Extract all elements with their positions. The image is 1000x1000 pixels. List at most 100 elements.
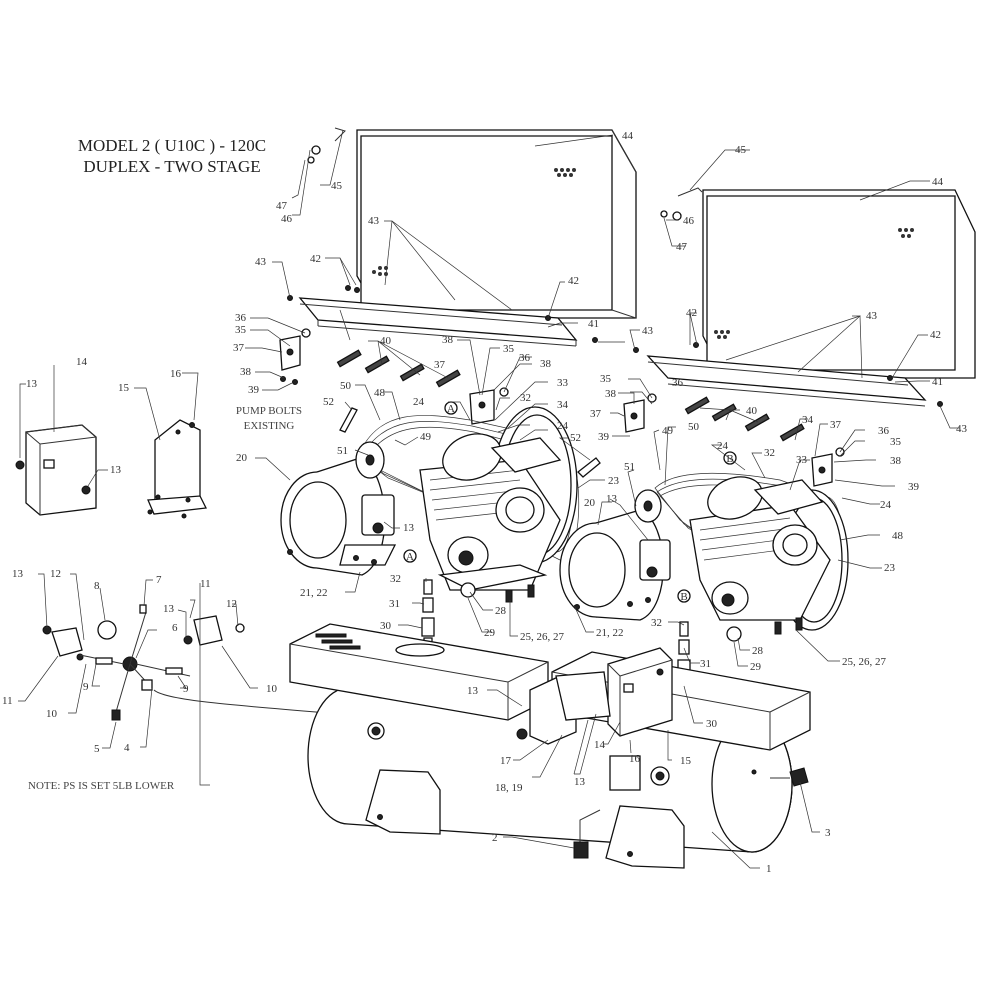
callout-30-left: 30 [380,620,392,632]
callout-13-motor-right: 13 [606,493,618,505]
callout-37-center: 37 [434,359,446,371]
callout-47-right: 47 [676,241,688,253]
note-ps-lower: NOTE: PS IS SET 5LB LOWER [28,780,175,792]
callout-48-right: 48 [892,530,904,542]
callout-11-left: 11 [2,695,13,707]
callout-51-left: 51 [337,445,348,457]
callout-35-right-b: 35 [890,436,902,448]
callout-50-left: 50 [340,380,352,392]
callout-labels: 44 45 46 47 43 43 42 42 41 36 35 37 38 3… [2,130,968,875]
callout-52-center: 52 [570,432,581,444]
callout-43-left-b: 43 [368,215,380,227]
callout-41-left: 41 [588,318,599,330]
callout-28-left: 28 [495,605,507,617]
tank-feet [365,769,685,869]
callout-13-box-b: 13 [110,464,122,476]
gauge-8 [97,620,117,640]
callout-42-left-a: 42 [310,253,321,265]
callout-42-right-a: 42 [686,307,697,319]
callout-15-mounted: 15 [680,755,692,767]
callout-23-left: 23 [608,475,620,487]
callout-47-left: 47 [276,200,288,212]
callout-37-right-a: 37 [590,408,602,420]
callout-12-left: 12 [50,568,61,580]
callout-42-right-b: 42 [930,329,941,341]
callout-43-right-c: 43 [956,423,968,435]
callout-46-left: 46 [281,213,293,225]
callout-41-right: 41 [932,376,943,388]
callout-21-22-left: 21, 22 [300,587,328,599]
callout-35-right-a: 35 [600,373,612,385]
callout-25-27-right: 25, 26, 27 [842,656,887,668]
callout-35-left: 35 [235,324,247,336]
callout-43-right-a: 43 [866,310,878,322]
note-pump-bolts-line-1: PUMP BOLTS [236,405,302,417]
callout-32-left-bottom: 32 [390,573,401,585]
title-line-2: DUPLEX - TWO STAGE [83,157,260,176]
callout-28-right: 28 [752,645,764,657]
callout-5: 5 [94,743,100,755]
belt-guard-right [702,189,976,379]
callout-16-mounted: 16 [629,753,641,765]
callout-6: 6 [172,622,178,634]
callout-37-left: 37 [233,342,245,354]
callout-44-right: 44 [932,176,944,188]
callout-32-right-top: 32 [764,447,775,459]
callout-44-left: 44 [622,130,634,142]
callout-39-right-a: 39 [598,431,610,443]
callout-38-left: 38 [240,366,252,378]
callout-24-right-b: 24 [880,499,892,511]
callout-13-switch-left: 13 [12,568,24,580]
bracket-center [469,387,509,425]
callout-49-left: 49 [420,431,432,443]
callout-23-right: 23 [884,562,896,574]
callout-36-right-a: 36 [672,377,684,389]
note-pump-bolts-line-2: EXISTING [244,420,295,432]
mount-bracket-17 [529,671,611,745]
marker-A-top: A [444,401,458,415]
callout-37-right-b: 37 [830,419,842,431]
marker-A-bottom-label: A [406,551,414,563]
deck-plate-left [289,623,549,721]
callout-24-right-a: 24 [717,440,729,452]
callout-40-left: 40 [380,335,392,347]
callout-24-left-b: 24 [557,420,569,432]
tube-52-left [339,407,358,433]
callout-38-center-b: 38 [540,358,552,370]
callout-31-right: 31 [700,658,711,670]
callout-11-top: 11 [200,578,211,590]
callout-9-right: 9 [183,683,189,695]
callout-36-left: 36 [235,312,247,324]
guard-base-left [298,297,578,347]
callout-31-left: 31 [389,598,400,610]
callout-38-right-b: 38 [890,455,902,467]
service-valve-3 [770,767,809,787]
callout-24-left-a: 24 [413,396,425,408]
callout-43-left-a: 43 [255,256,267,268]
callout-16-left: 16 [170,368,182,380]
title-line-1: MODEL 2 ( U10C ) - 120C [78,136,266,155]
callout-42-left-b: 42 [568,275,579,287]
callout-36-right-b: 36 [878,425,890,437]
callout-2: 2 [492,832,498,844]
callout-40-right: 40 [746,405,758,417]
marker-A-bottom: A [403,549,417,563]
callout-45-left: 45 [331,180,343,192]
callout-7: 7 [156,574,162,586]
guard-clips-right [684,396,805,442]
callout-33-right: 33 [796,454,808,466]
callout-25-27-left: 25, 26, 27 [520,631,565,643]
tube-52-right [577,457,601,478]
callout-13-switch-right: 13 [163,603,175,615]
pump-right [689,476,849,642]
pressure-switch-left [42,625,84,661]
marker-A-top-label: A [447,403,455,415]
callout-13-bracket: 13 [574,776,586,788]
motor-right [559,489,671,621]
belt-guard-left [356,129,637,319]
callout-35-center: 35 [503,343,515,355]
pump-left [419,406,578,603]
callout-45-right: 45 [735,144,747,156]
callout-34-right: 34 [802,414,814,426]
